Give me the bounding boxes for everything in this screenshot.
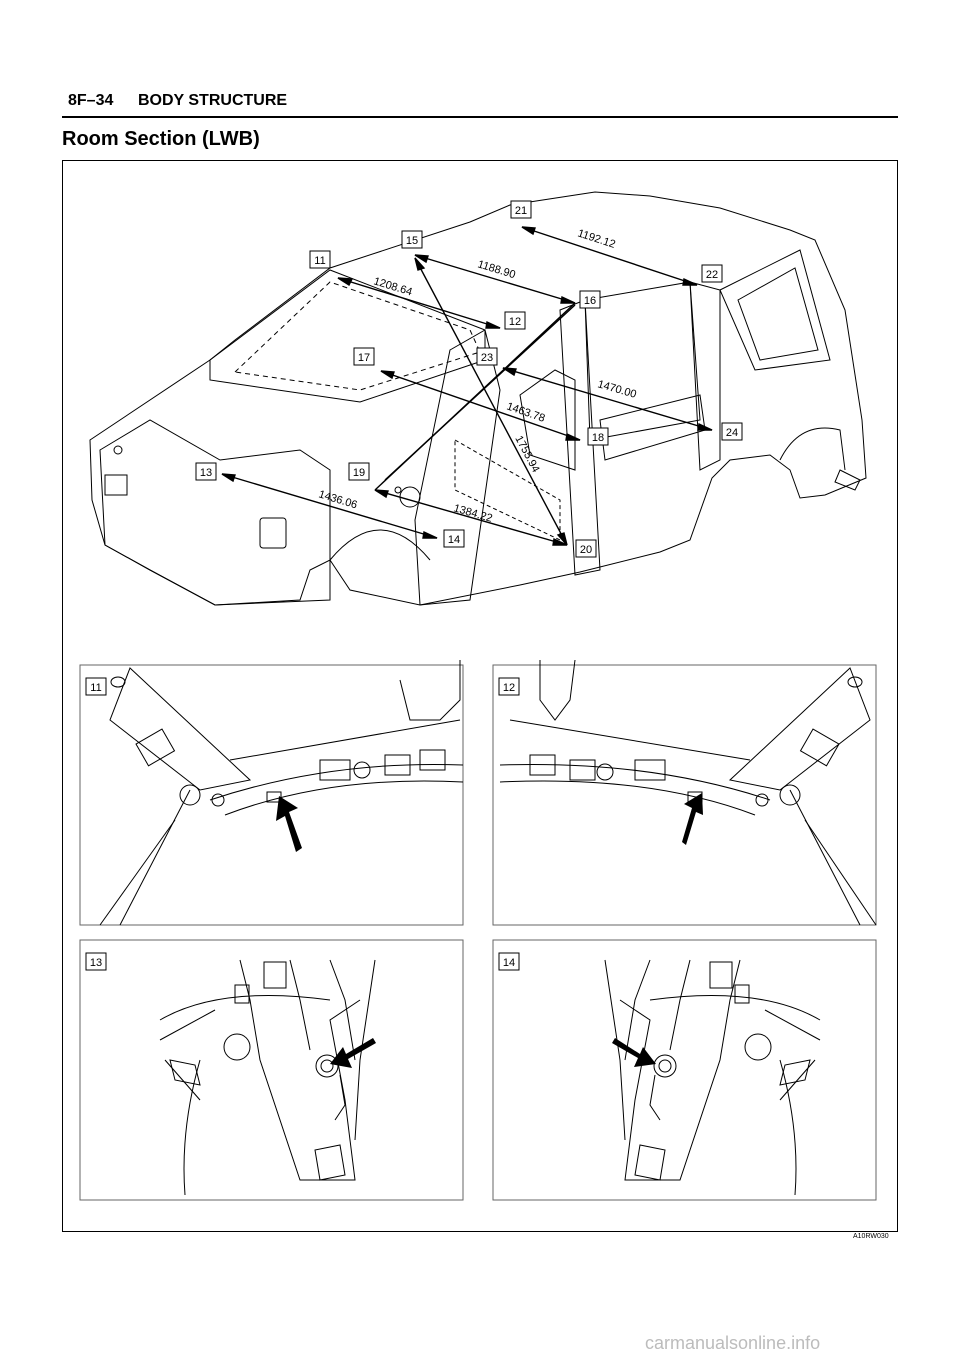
page-header: 8F–34 BODY STRUCTURE bbox=[62, 88, 898, 118]
svg-text:16: 16 bbox=[584, 295, 596, 307]
svg-text:24: 24 bbox=[726, 427, 738, 439]
detail-panel-14: 14 bbox=[492, 939, 877, 1201]
point-label-15: 15 bbox=[401, 230, 423, 249]
floor-pillar-detail-left bbox=[159, 959, 376, 1196]
arrow-pointer-12 bbox=[682, 793, 703, 845]
arrow-pointer-14 bbox=[612, 1038, 656, 1067]
svg-text:14: 14 bbox=[448, 534, 460, 546]
arrow-pointer-13 bbox=[330, 1038, 376, 1068]
detail-panel-13: 13 bbox=[79, 939, 464, 1201]
point-label-23: 23 bbox=[476, 347, 498, 366]
page-number: 8F–34 bbox=[68, 92, 114, 109]
floor-pillar-detail-right bbox=[604, 959, 821, 1196]
svg-text:15: 15 bbox=[406, 235, 418, 247]
svg-text:12: 12 bbox=[509, 316, 521, 328]
point-label-24: 24 bbox=[721, 422, 743, 441]
point-label-11: 11 bbox=[309, 250, 331, 269]
page-title: Room Section (LWB) bbox=[62, 128, 260, 150]
point-label-13: 13 bbox=[195, 462, 217, 481]
svg-text:18: 18 bbox=[592, 432, 604, 444]
svg-text:13: 13 bbox=[200, 467, 212, 479]
figure-frame bbox=[62, 160, 898, 1232]
detail-panel-12: 12 bbox=[492, 659, 877, 926]
point-label-14: 14 bbox=[443, 529, 465, 548]
point-label-16: 16 bbox=[579, 290, 601, 309]
watermark: carmanualsonline.info bbox=[645, 1333, 821, 1353]
svg-text:11: 11 bbox=[90, 682, 101, 694]
measure-1188-90: 1188.90 bbox=[476, 258, 517, 281]
section-title: BODY STRUCTURE bbox=[138, 92, 288, 109]
svg-text:17: 17 bbox=[358, 352, 370, 364]
svg-text:13: 13 bbox=[90, 957, 102, 969]
figure-id: A10RW030 bbox=[853, 1233, 889, 1240]
point-label-20: 20 bbox=[575, 539, 597, 558]
point-label-22: 22 bbox=[701, 264, 723, 283]
arrow-pointer-11 bbox=[276, 796, 302, 852]
detail-panel-11: 11 bbox=[79, 660, 464, 926]
point-label-21: 21 bbox=[510, 200, 532, 219]
roof-rail-detail-left bbox=[99, 660, 464, 926]
point-label-18: 18 bbox=[587, 427, 609, 446]
point-label-17: 17 bbox=[353, 347, 375, 366]
header-rule bbox=[62, 116, 898, 118]
point-label-19: 19 bbox=[348, 462, 370, 481]
svg-text:20: 20 bbox=[580, 544, 592, 556]
svg-text:22: 22 bbox=[706, 269, 718, 281]
svg-text:11: 11 bbox=[314, 255, 325, 267]
svg-text:19: 19 bbox=[353, 467, 365, 479]
svg-text:23: 23 bbox=[481, 352, 493, 364]
point-labels: 11 12 13 14 15 16 17 18 19 20 21 22 23 2… bbox=[195, 200, 743, 558]
point-label-12: 12 bbox=[504, 311, 526, 330]
vehicle-body-outline bbox=[89, 191, 867, 606]
svg-text:14: 14 bbox=[503, 957, 515, 969]
svg-text:21: 21 bbox=[515, 205, 527, 217]
svg-text:12: 12 bbox=[503, 682, 515, 694]
roof-rail-detail-right bbox=[499, 659, 877, 926]
measurement-lines bbox=[221, 226, 713, 546]
